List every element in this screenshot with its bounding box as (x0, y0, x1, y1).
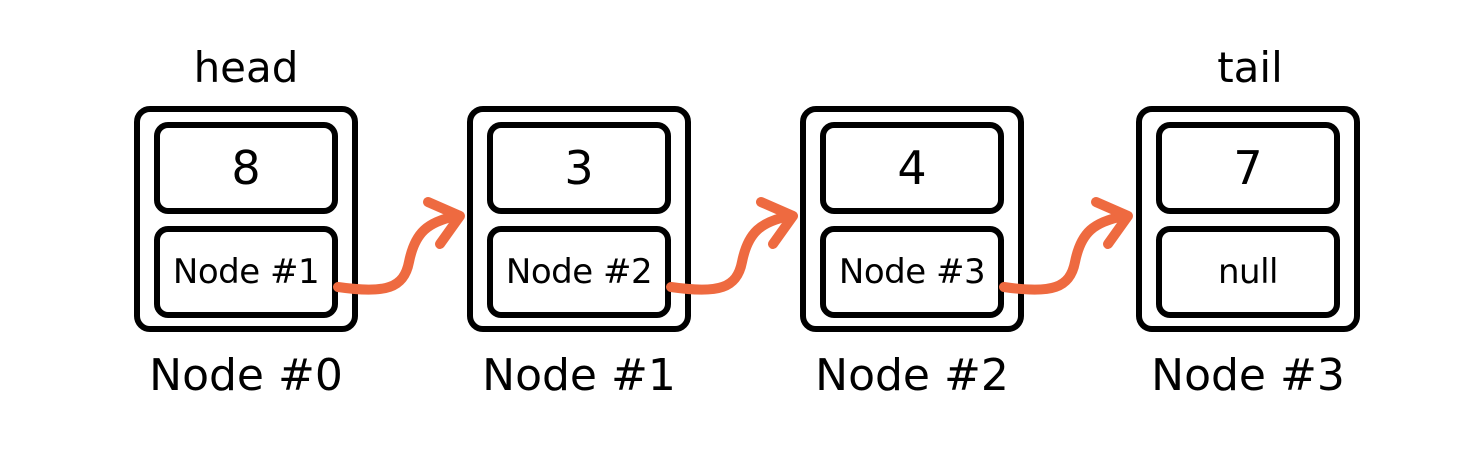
node-value-cell: 7 (1156, 122, 1340, 214)
node-value-cell: 8 (154, 122, 338, 214)
node-box-3: 7 null (1136, 106, 1360, 332)
node-caption: Node #1 (482, 350, 676, 401)
node-next-cell: null (1156, 226, 1340, 318)
node-next-cell: Node #1 (154, 226, 338, 318)
node-value-cell: 3 (487, 122, 671, 214)
node-next-cell: Node #3 (820, 226, 1004, 318)
node-caption: Node #3 (1151, 350, 1345, 401)
head-label: head (193, 43, 299, 92)
node-value-cell: 4 (820, 122, 1004, 214)
node-caption: Node #2 (815, 350, 1009, 401)
node-box-0: 8 Node #1 (134, 106, 358, 332)
node-box-2: 4 Node #3 (800, 106, 1024, 332)
node-caption: Node #0 (149, 350, 343, 401)
node-next-cell: Node #2 (487, 226, 671, 318)
tail-label: tail (1217, 43, 1283, 92)
node-box-1: 3 Node #2 (467, 106, 691, 332)
